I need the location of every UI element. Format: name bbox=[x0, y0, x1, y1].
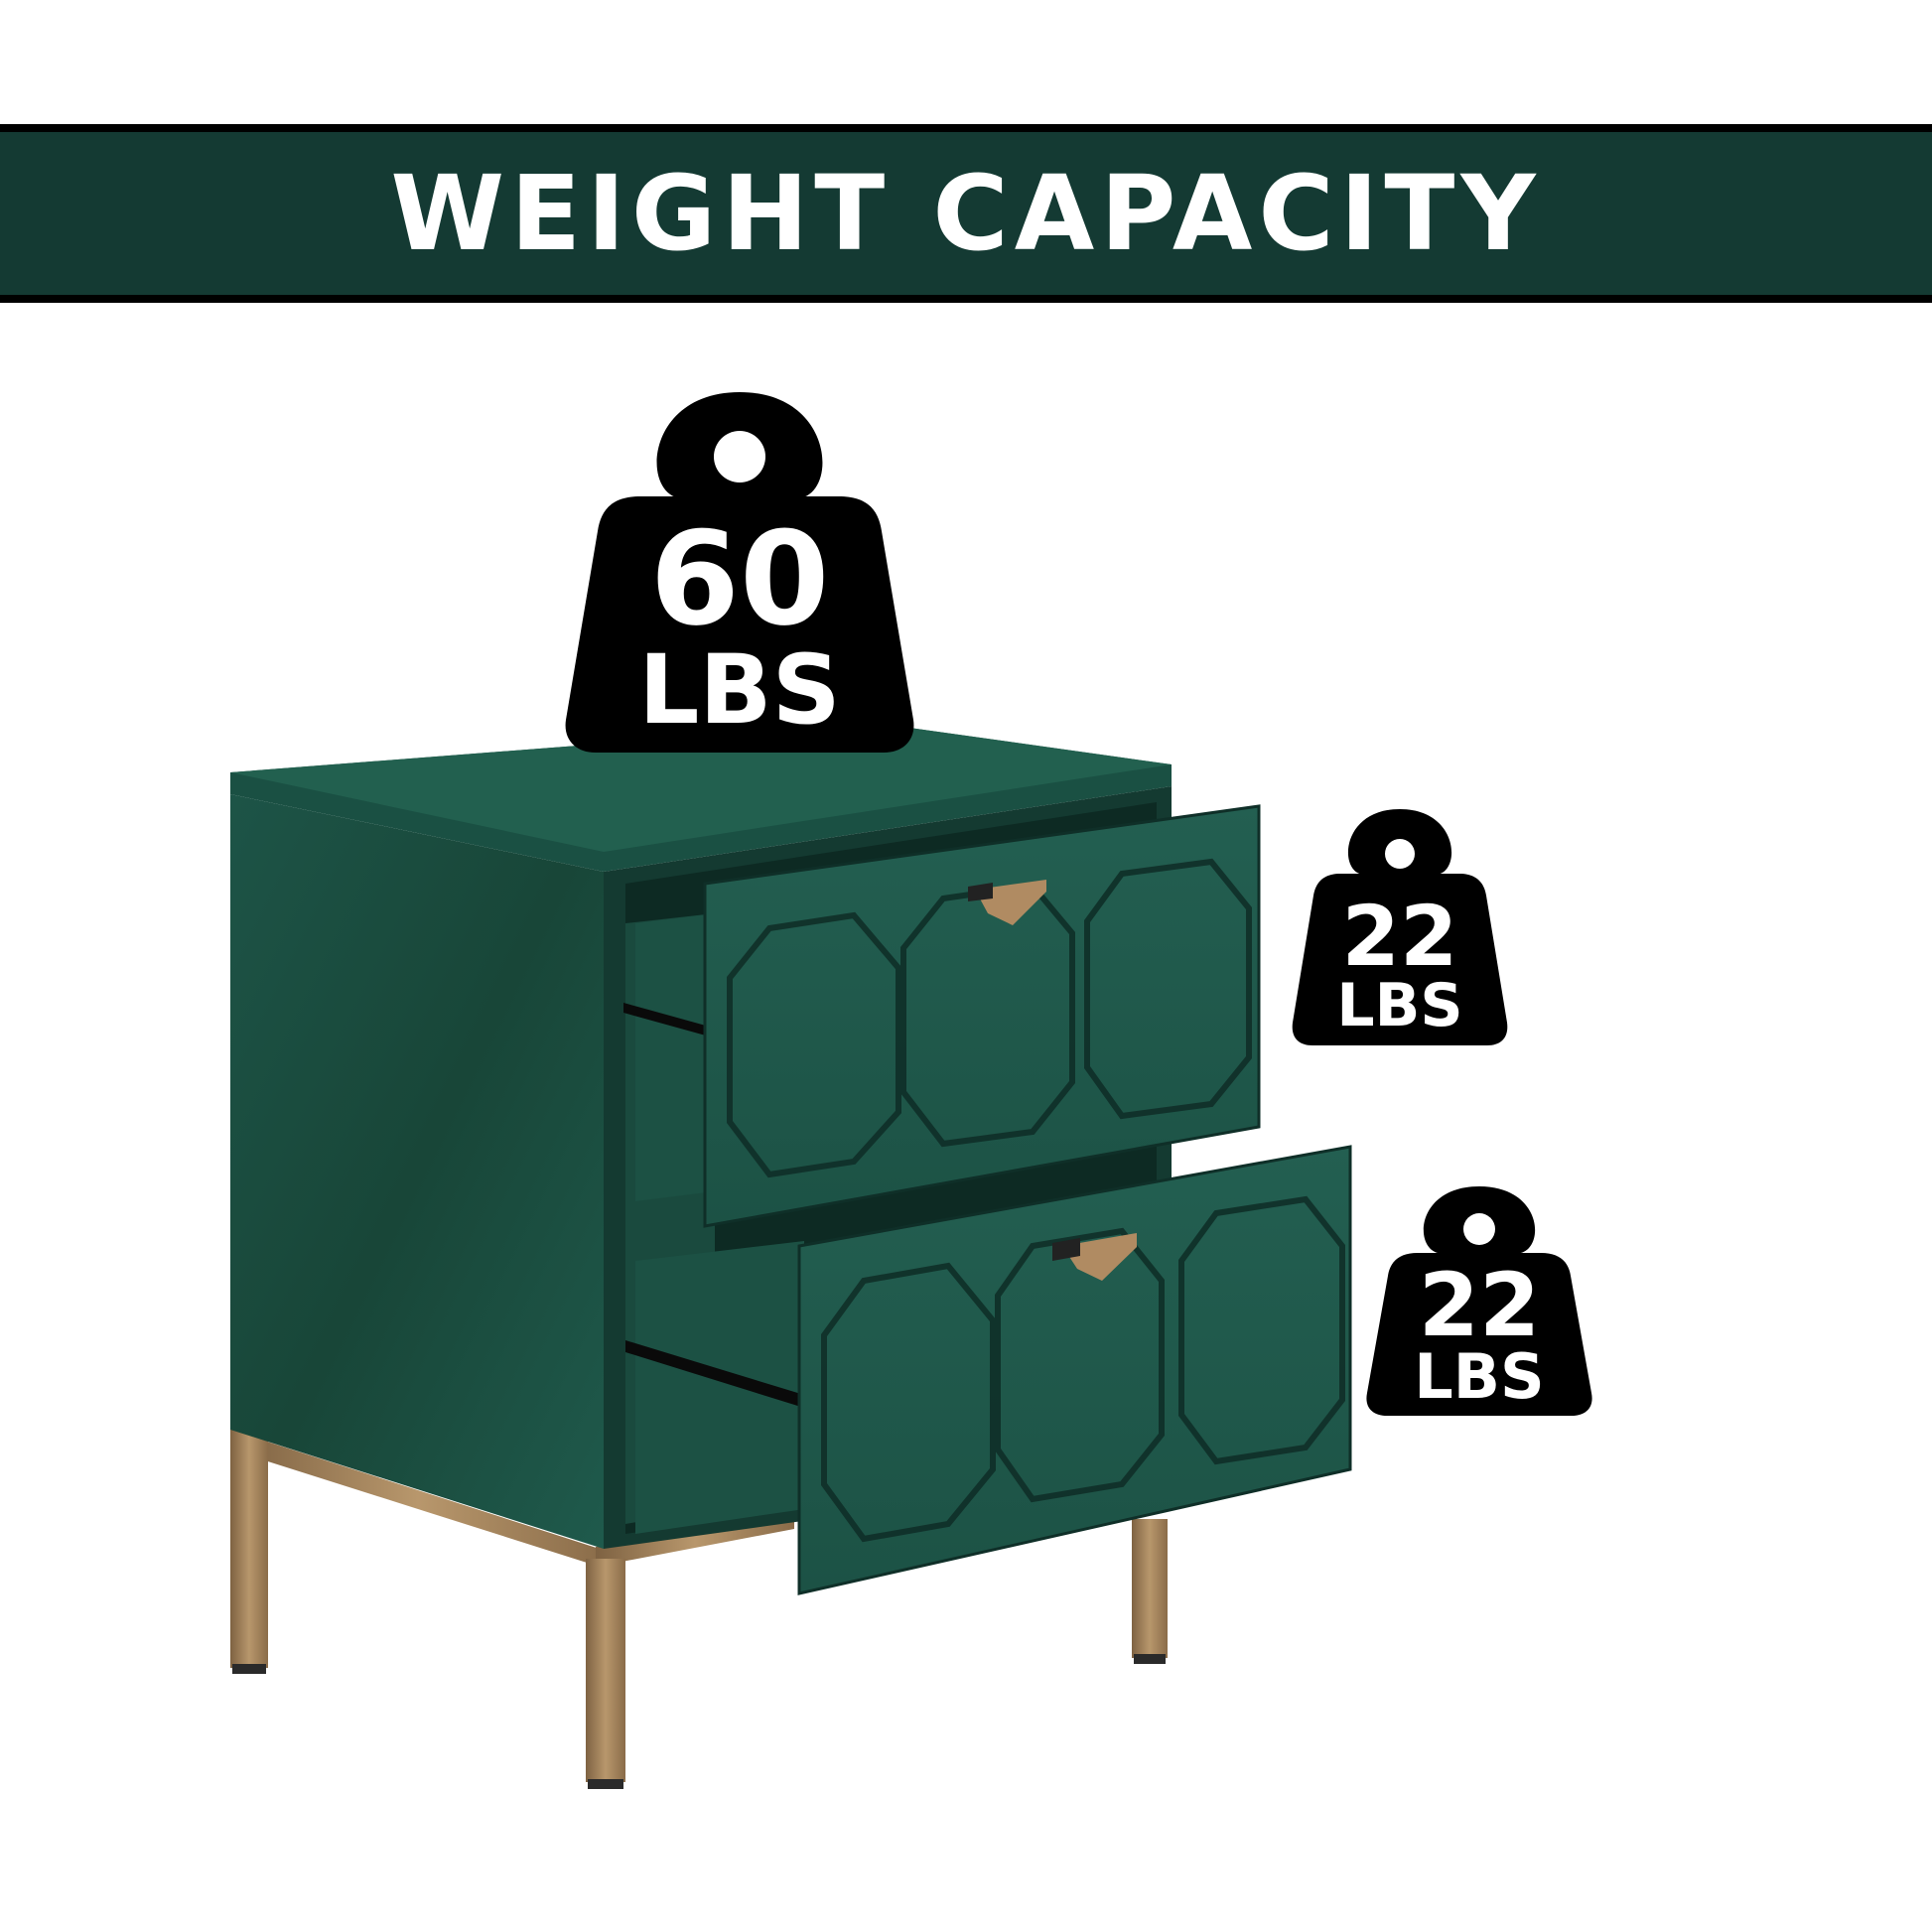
lower-drawer-weight-unit: LBS bbox=[1414, 1340, 1544, 1413]
gold-leg-frame bbox=[230, 1430, 1168, 1789]
kettlebell-weight-icon: 60 LBS bbox=[565, 392, 914, 753]
banner-title: WEIGHT CAPACITY bbox=[390, 153, 1542, 274]
kettlebell-weight-icon: 22 LBS bbox=[1292, 809, 1508, 1045]
upper-drawer-weight-value: 22 bbox=[1342, 888, 1458, 985]
upper-drawer bbox=[623, 804, 1261, 1228]
upper-drawer-weight-unit: LBS bbox=[1336, 971, 1462, 1040]
top-weight-unit: LBS bbox=[638, 634, 840, 746]
top-weight-value: 60 bbox=[650, 503, 830, 654]
title-banner: WEIGHT CAPACITY bbox=[0, 124, 1932, 303]
lower-drawer bbox=[625, 1145, 1352, 1595]
lower-drawer-weight-value: 22 bbox=[1419, 1254, 1540, 1356]
kettlebell-weight-icon: 22 LBS bbox=[1366, 1186, 1592, 1416]
